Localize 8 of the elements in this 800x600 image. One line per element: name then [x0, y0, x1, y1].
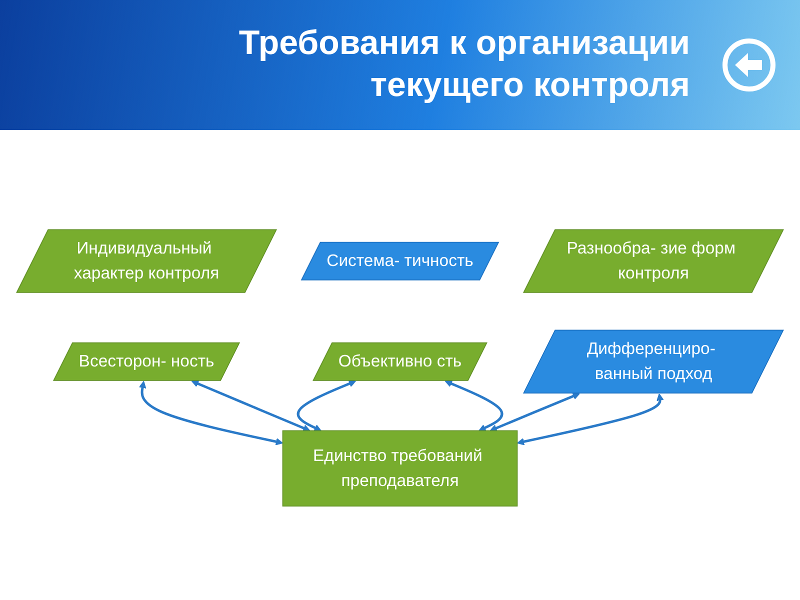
- arrow: [444, 380, 504, 431]
- arrow: [516, 393, 664, 445]
- arrow: [490, 392, 580, 432]
- arrow: [191, 380, 310, 432]
- arrow: [138, 380, 284, 445]
- slide-title: Требования к организации текущего контроля: [238, 23, 690, 106]
- arrow: [296, 380, 356, 431]
- node-box: Единство требований преподавателя: [282, 430, 518, 506]
